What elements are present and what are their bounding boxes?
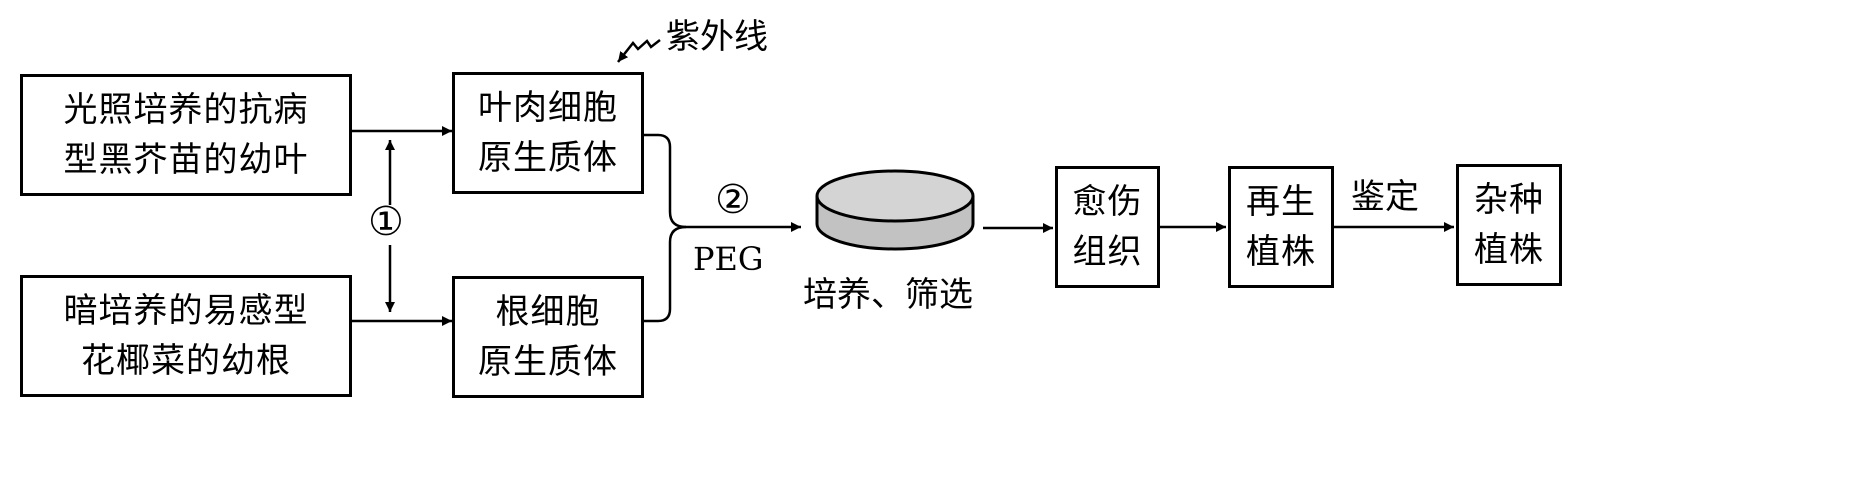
leaf-source-line-2: 型黑芥苗的幼叶 xyxy=(63,140,309,180)
root-source-line-2: 花椰菜的幼根 xyxy=(81,341,291,381)
box-leaf-protoplast: 叶肉细胞 原生质体 xyxy=(452,72,644,194)
box-hybrid-plant: 杂种 植株 xyxy=(1456,164,1562,286)
leaf-protoplast-line-1: 叶肉细胞 xyxy=(478,88,618,128)
merge-line-leaf xyxy=(644,133,700,229)
regenerated-line-2: 植株 xyxy=(1246,232,1316,272)
leaf-protoplast-line-2: 原生质体 xyxy=(478,138,618,178)
merge-line-root xyxy=(644,225,687,323)
root-protoplast-line-2: 原生质体 xyxy=(478,342,618,382)
callus-line-1: 愈伤 xyxy=(1072,182,1143,222)
peg-label: PEG xyxy=(693,240,764,278)
root-protoplast-line-1: 根细胞 xyxy=(495,292,601,332)
step2-label: ② xyxy=(715,177,751,223)
box-leaf-source: 光照培养的抗病 型黑芥苗的幼叶 xyxy=(20,74,352,196)
step1-label: ① xyxy=(368,199,404,245)
uv-zigzag-arrow xyxy=(617,39,661,63)
box-root-protoplast: 根细胞 原生质体 xyxy=(452,276,644,398)
box-root-source: 暗培养的易感型 花椰菜的幼根 xyxy=(20,275,352,397)
culture-screen-label: 培养、筛选 xyxy=(803,275,973,315)
box-callus: 愈伤 组织 xyxy=(1055,166,1160,288)
flow-connectors xyxy=(352,39,1454,326)
hybrid-line-2: 植株 xyxy=(1474,230,1544,270)
identify-label: 鉴定 xyxy=(1351,177,1419,217)
box-regenerated-plant: 再生 植株 xyxy=(1228,166,1334,288)
uv-label: 紫外线 xyxy=(666,17,768,57)
leaf-source-line-1: 光照培养的抗病 xyxy=(63,90,309,130)
regenerated-line-1: 再生 xyxy=(1246,182,1316,222)
hybrid-line-1: 杂种 xyxy=(1474,180,1544,220)
culture-dish-icon xyxy=(815,169,975,251)
root-source-line-1: 暗培养的易感型 xyxy=(63,291,309,331)
callus-line-2: 组织 xyxy=(1072,232,1143,272)
